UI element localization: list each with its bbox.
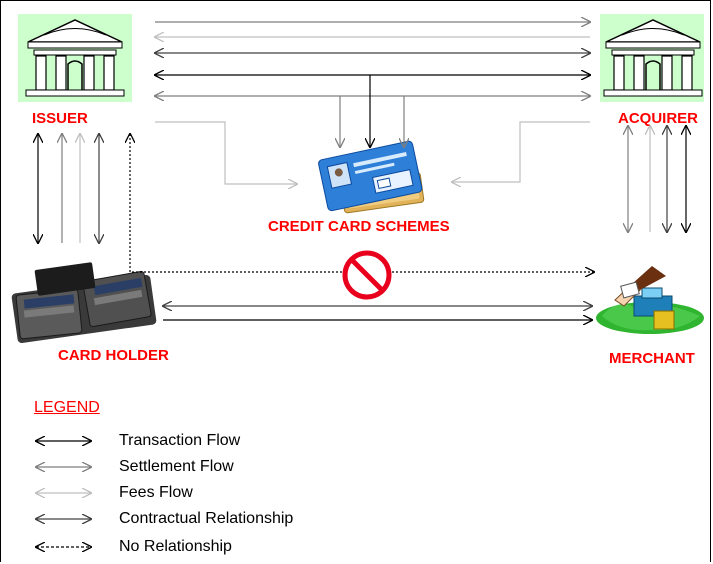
cash-register-icon: [596, 266, 704, 334]
credit-cards-icon: [318, 140, 425, 214]
legend-contract-label: Contractual Relationship: [119, 510, 294, 527]
arrow-acquirer-fees-schemes: [452, 121, 590, 182]
merchant-label: MERCHANT: [609, 350, 695, 367]
legend-transaction-label: Transaction Flow: [119, 432, 241, 449]
legend-fees-label: Fees Flow: [119, 484, 193, 501]
wallet-icon: [11, 262, 157, 343]
acquirer-label: ACQUIRER: [618, 110, 699, 127]
card-holder-label: CARD HOLDER: [58, 347, 169, 364]
issuer-bank-icon: [18, 14, 132, 102]
no-entry-icon: [342, 250, 392, 300]
legend-settlement-label: Settlement Flow: [119, 458, 234, 475]
schemes-label: CREDIT CARD SCHEMES: [268, 218, 450, 235]
issuer-label: ISSUER: [32, 110, 88, 127]
acquirer-bank-icon: [600, 14, 704, 102]
arrow-issuer-fees-schemes: [155, 121, 297, 184]
legend-no-relationship-label: No Relationship: [119, 538, 232, 555]
arrow-no-relationship: [130, 134, 594, 272]
legend-title: LEGEND: [34, 399, 100, 416]
